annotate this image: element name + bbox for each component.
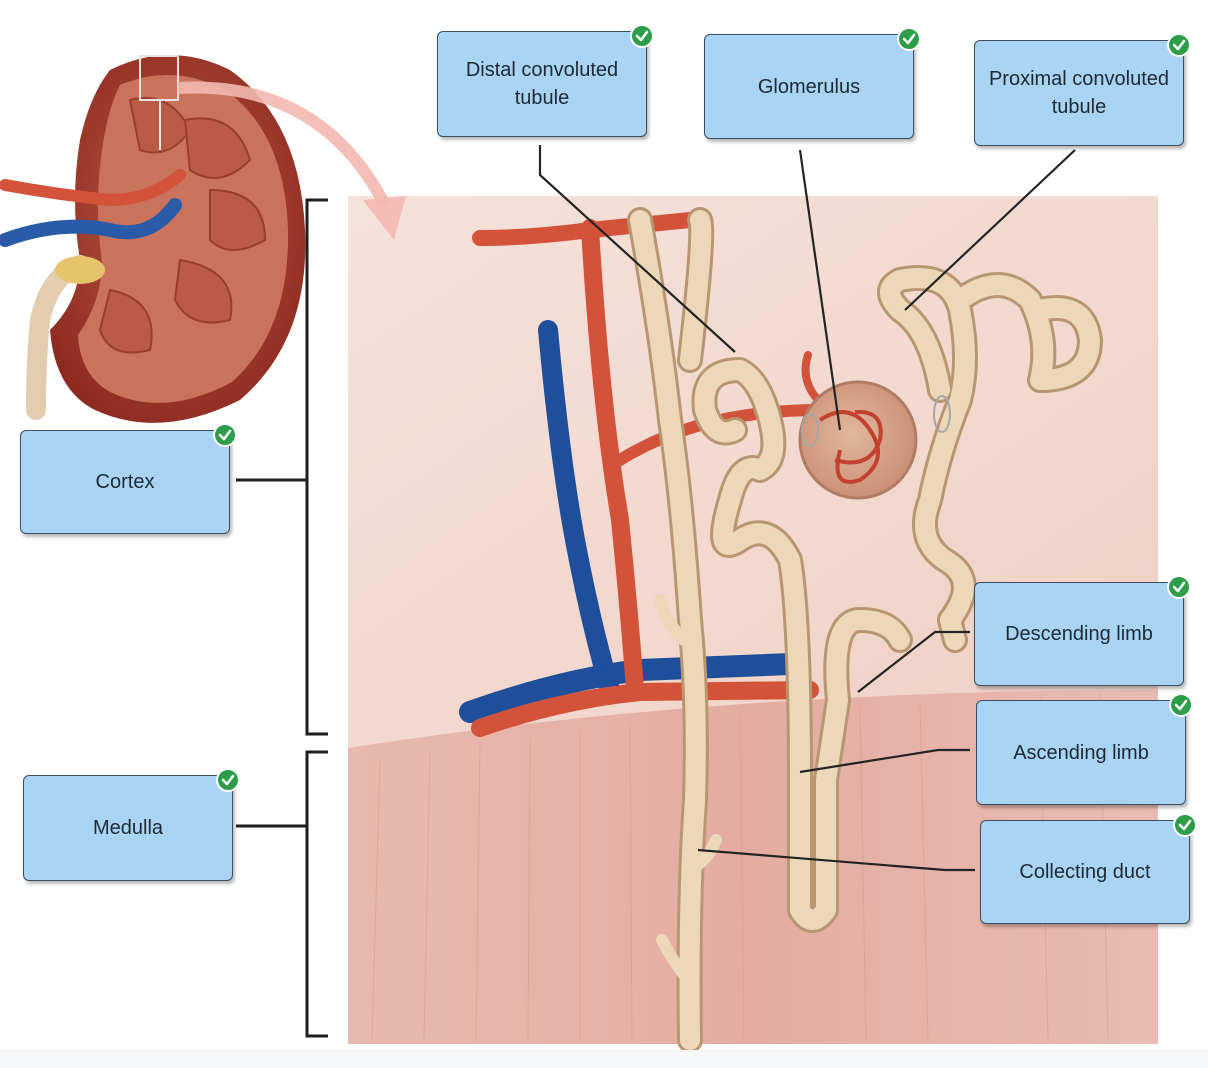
check-circle-icon bbox=[1173, 813, 1197, 837]
label-text: Medulla bbox=[92, 817, 164, 839]
nephron-tubules bbox=[627, 207, 1103, 1053]
label-text: Collecting duct bbox=[1019, 861, 1151, 883]
label-ascending-limb[interactable]: Ascending limb bbox=[976, 693, 1193, 805]
label-text: Cortex bbox=[95, 471, 155, 493]
leader-lines bbox=[538, 145, 1076, 872]
leader-glomerulus bbox=[798, 149, 842, 431]
check-circle-icon bbox=[1169, 693, 1193, 717]
check-circle-icon bbox=[630, 24, 654, 48]
check-circle-icon bbox=[216, 768, 240, 792]
vein-vertical bbox=[538, 320, 620, 700]
label-collecting-duct[interactable]: Collecting duct bbox=[980, 813, 1197, 924]
label-cortex[interactable]: Cortex bbox=[20, 423, 237, 534]
label-glomerulus[interactable]: Glomerulus bbox=[704, 27, 921, 139]
efferent-arteriole bbox=[801, 351, 822, 404]
kidney-inset bbox=[0, 55, 306, 423]
label-text: Glomerulus bbox=[757, 75, 861, 98]
blood-vessels bbox=[459, 212, 826, 737]
label-descending-limb[interactable]: Descending limb bbox=[974, 575, 1191, 686]
label-proximal-convoluted-tubule[interactable]: Proximal convoluted tubule bbox=[974, 33, 1191, 146]
cortex-bracket bbox=[305, 198, 328, 736]
region-brackets bbox=[236, 198, 328, 1038]
glomerulus-capsule bbox=[798, 380, 951, 500]
check-circle-icon bbox=[1167, 33, 1191, 57]
renal-vein bbox=[0, 198, 182, 247]
leader-ascending bbox=[799, 748, 970, 774]
medulla-bracket bbox=[305, 750, 328, 1038]
check-circle-icon bbox=[213, 423, 237, 447]
curved-arrow-icon bbox=[177, 81, 406, 240]
label-text: Proximal convoluted tubule bbox=[988, 68, 1170, 118]
artery-top-branch bbox=[472, 212, 698, 246]
label-text: Ascending limb bbox=[1013, 741, 1149, 764]
label-text: Distal convoluted tubule bbox=[465, 59, 619, 109]
medulla-region bbox=[348, 690, 1158, 1044]
leader-distal bbox=[538, 145, 736, 353]
leader-collecting bbox=[697, 848, 975, 872]
check-circle-icon bbox=[1167, 575, 1191, 599]
bottom-strip bbox=[0, 1050, 1208, 1068]
label-medulla[interactable]: Medulla bbox=[23, 768, 240, 881]
leader-proximal bbox=[904, 149, 1076, 311]
label-text: Descending limb bbox=[1005, 623, 1153, 645]
check-circle-icon bbox=[897, 27, 921, 51]
leader-descending bbox=[857, 630, 970, 693]
renal-artery bbox=[0, 169, 186, 207]
artery-vertical bbox=[581, 219, 644, 699]
label-distal-convoluted-tubule[interactable]: Distal convoluted tubule bbox=[437, 24, 654, 137]
kidney-pyramids bbox=[98, 97, 267, 354]
